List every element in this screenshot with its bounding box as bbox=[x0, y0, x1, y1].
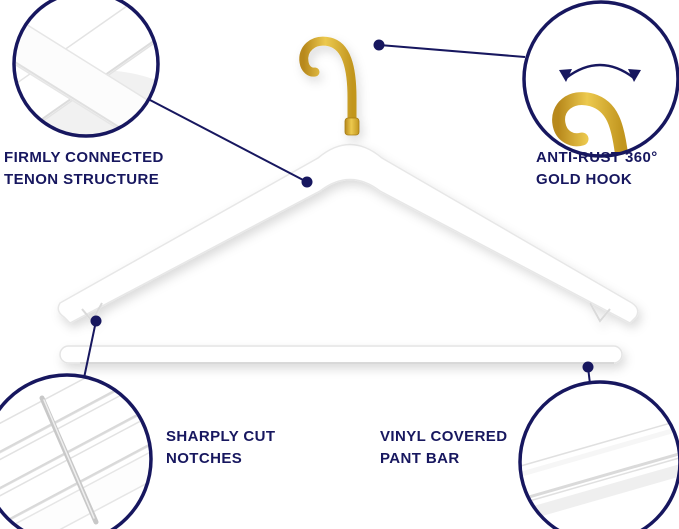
zoom-gold-hook bbox=[552, 92, 629, 156]
rotation-arrow-icon bbox=[559, 63, 641, 82]
notches-label-line2: NOTCHES bbox=[166, 450, 243, 467]
tenon-label-line1: FIRMLY CONNECTED bbox=[4, 149, 164, 166]
pant-bar bbox=[59, 345, 623, 364]
dot-hook bbox=[373, 39, 385, 51]
pantbar-label: VINYL COVERED PANT BAR bbox=[380, 426, 507, 470]
dot-pantbar bbox=[582, 361, 594, 373]
pantbar-label-line1: VINYL COVERED bbox=[380, 428, 508, 445]
hook-label: ANTI-RUST 360° GOLD HOOK bbox=[536, 147, 658, 191]
hook-label-line1: ANTI-RUST 360° bbox=[536, 149, 658, 166]
notches-label-line1: SHARPLY CUT bbox=[166, 428, 276, 445]
hanger-body bbox=[57, 143, 639, 364]
gold-hook bbox=[299, 36, 360, 136]
callout-circle-pantbar bbox=[518, 380, 679, 529]
callout-circle-tenon bbox=[12, 0, 160, 138]
leader-line-notches bbox=[83, 320, 97, 379]
notches-label: SHARPLY CUT NOTCHES bbox=[166, 426, 275, 470]
tenon-label-line2: TENON STRUCTURE bbox=[4, 171, 160, 188]
callout-circle-hook bbox=[522, 0, 679, 158]
notch-right bbox=[589, 302, 611, 323]
hook-label-line2: GOLD HOOK bbox=[536, 171, 633, 188]
leader-lines bbox=[83, 44, 591, 385]
tenon-label: FIRMLY CONNECTED TENON STRUCTURE bbox=[4, 147, 164, 191]
dot-notches bbox=[90, 315, 102, 327]
leader-dots bbox=[90, 39, 594, 373]
leader-line-hook bbox=[378, 44, 526, 58]
pantbar-label-line2: PANT BAR bbox=[380, 450, 460, 467]
leader-line-tenon bbox=[149, 99, 308, 183]
dot-tenon bbox=[301, 176, 313, 188]
